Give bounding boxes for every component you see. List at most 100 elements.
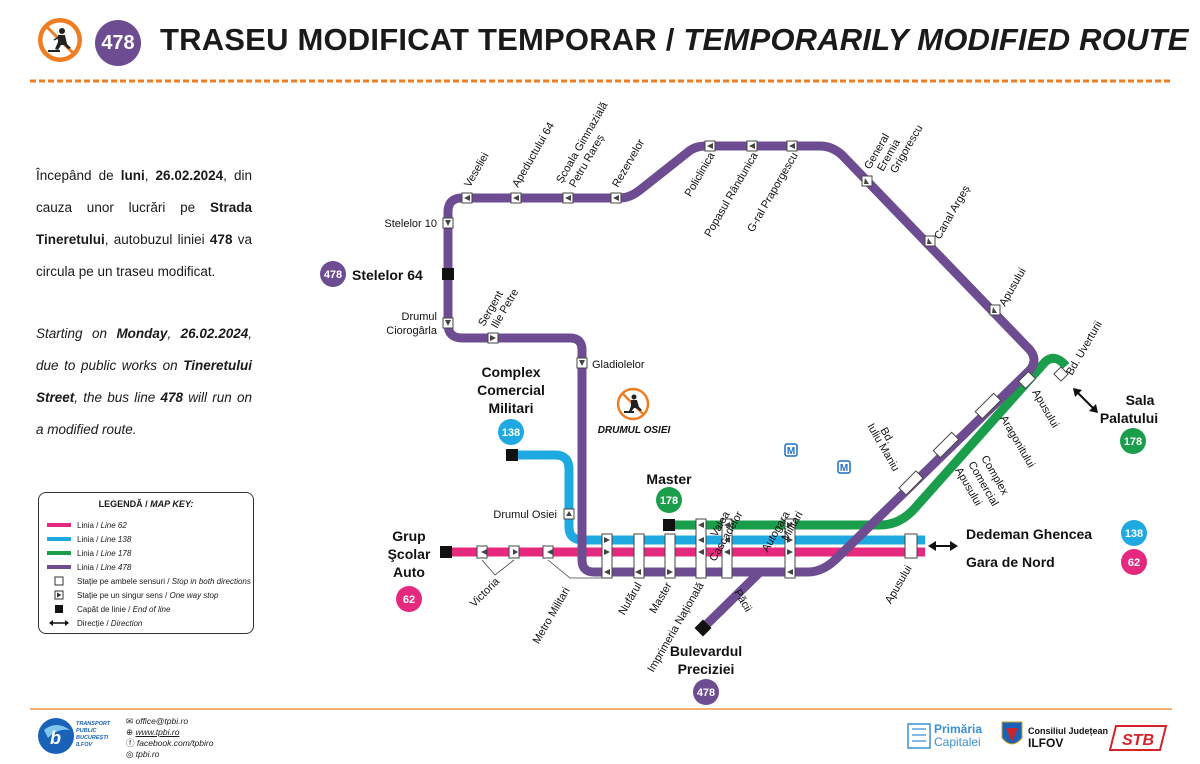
header: 478 TRASEU MODIFICAT TEMPORAR / TEMPORAR… (0, 0, 1200, 83)
label-sala-1: Sala (1126, 392, 1155, 408)
primaria-logo (907, 723, 931, 749)
svg-text:138: 138 (502, 427, 520, 439)
roadwork-map-icon (616, 387, 650, 421)
stop-apusului-east-marker (904, 533, 918, 559)
primaria-text-2: Capitalei (934, 735, 981, 749)
label-stelelor10: Stelelor 10 (384, 218, 437, 230)
svg-text:138: 138 (1125, 528, 1143, 540)
label-gara-de-nord: Gara de Nord (966, 554, 1055, 570)
label-master: Master (646, 471, 692, 487)
label-master-stop: Master (647, 580, 674, 615)
line-138-route (512, 450, 925, 545)
terminal-grup-scolar (440, 546, 452, 558)
stop-valea-cascadelor-marker (721, 518, 733, 579)
label-preciziei-2: Preciziei (678, 661, 735, 677)
stop-aragonitului-marker (974, 392, 1002, 420)
contact-web[interactable]: ⊕ www.tpbi.ro (126, 727, 180, 737)
legend-line-138: Linia / Line 138 (47, 533, 131, 545)
label-rezervelor: Rezervelor (610, 137, 647, 189)
label-complex-militari-1: Complex (481, 364, 540, 380)
stop-apusului-diag-marker (1017, 370, 1037, 390)
line-478-branch (699, 568, 764, 632)
label-gladiolelor: Gladiolelor (592, 359, 645, 371)
legend-line-178: Linia / Line 178 (47, 547, 131, 559)
label-complex-militari-2: Comercial (477, 382, 545, 398)
contact-instagram[interactable]: ◎ tpbi.ro (126, 749, 160, 759)
legend-stop-both: Stație pe ambele sensuri / Stop in both … (47, 575, 251, 587)
svg-text:ILFOV: ILFOV (76, 742, 94, 748)
line-478-badge: 478 (95, 20, 141, 66)
direction-arrow-dedeman (928, 541, 958, 551)
badge-62-grup (396, 586, 422, 612)
direction-arrow-sala (1073, 388, 1098, 413)
metro-icon-cascadelor (784, 443, 798, 457)
label-grup-2: Şcolar (388, 546, 431, 562)
svg-text:b: b (50, 728, 61, 748)
svg-text:178: 178 (660, 495, 678, 507)
legend-end-of-line: Capăt de linie / End of line (47, 603, 170, 615)
label-drumul-ciorogarla-2: Ciorogârla (386, 325, 438, 337)
contact-facebook[interactable]: ⓕ facebook.com/tpbiro (126, 738, 214, 748)
stop-bd-uverturii-marker (1053, 366, 1069, 382)
svg-text:M: M (840, 463, 848, 474)
svg-text:178: 178 (1124, 436, 1142, 448)
stop-master-marker (664, 533, 676, 579)
svg-text:478: 478 (697, 687, 715, 699)
globe-icon: ⊕ (126, 727, 136, 737)
label-veseliei: Veseliei (462, 151, 491, 190)
label-apusului-east: Apusului (883, 564, 914, 607)
roadwork-icon (38, 18, 82, 62)
stop-autogara-marker (784, 518, 796, 579)
legend-stop-oneway: Stație pe un singur sens / One way stop (47, 589, 218, 601)
stb-logo: STB (1108, 725, 1168, 751)
notice-romanian: Începând de luni, 26.02.2024, din cauza … (36, 168, 252, 279)
label-preciziei-1: Bulevardul (670, 643, 742, 659)
label-sala-2: Palatului (1100, 410, 1158, 426)
svg-text:PUBLIC: PUBLIC (76, 728, 98, 734)
badge-478-stelelor (320, 261, 346, 287)
instagram-icon: ◎ (126, 749, 136, 759)
stop-imprimeria-marker (695, 518, 707, 579)
badge-62-gara (1121, 549, 1147, 575)
roadwork-label: DRUMUL OSIEI (598, 425, 671, 436)
line-478-route (443, 141, 1039, 577)
consiliul-text-2: ILFOV (1028, 736, 1063, 750)
stop-bd-iuliu-marker (898, 470, 924, 496)
label-bd-uverturii: Bd. Uverturii (1064, 319, 1105, 377)
svg-text:478: 478 (324, 269, 342, 281)
terminal-bd-preciziei (694, 619, 712, 637)
legend-direction: Direcție / Direction (47, 617, 142, 629)
primaria-text-1: Primăria (934, 722, 982, 736)
svg-text:62: 62 (1128, 557, 1140, 569)
label-nufarul: Nufărul (616, 581, 644, 618)
line-178-route (669, 353, 1070, 530)
legend-title: LEGENDĂ / MAP KEY: (98, 499, 194, 509)
header-divider (30, 79, 1172, 83)
svg-text:TRANSPORT: TRANSPORT (76, 721, 111, 727)
contact-email[interactable]: ✉ office@tpbi.ro (126, 716, 189, 726)
badge-178-sala (1120, 428, 1146, 454)
label-apeductului: Apeductului 64 (510, 120, 557, 189)
label-dedeman: Dedeman Ghencea (966, 526, 1092, 542)
contact-info: ✉ office@tpbi.ro ⊕ www.tpbi.ro ⓕ faceboo… (126, 716, 213, 760)
badge-178-master (656, 487, 682, 513)
badge-138-complex (498, 419, 524, 445)
stop-corridor-1-marker (601, 533, 613, 579)
label-aragonitului: Aragonitului (997, 414, 1036, 470)
label-stelelor64: Stelelor 64 (352, 267, 423, 283)
legend-line-478: Linia / Line 478 (47, 561, 131, 573)
footer: b TRANSPORT PUBLIC BUCUREȘTI ILFOV Primă… (0, 706, 1200, 759)
legend-line-62: Linia / Line 62 (47, 519, 127, 531)
route-map: DRUMUL OSIEI M M 478 138 62 178 478 178 … (320, 99, 1158, 705)
label-apusului-top: Apusului (997, 266, 1028, 309)
badge-478-preciziei (693, 679, 719, 705)
consiliul-text-1: Consiliul Județean (1028, 726, 1108, 736)
terminal-stelelor64 (442, 268, 454, 280)
map-legend: LEGENDĂ / MAP KEY: Linia / Line 62 Linia… (38, 492, 254, 634)
label-drumul-osiei: Drumul Osiei (493, 509, 557, 521)
label-grup-3: Auto (393, 564, 425, 580)
label-complex-militari-3: Militari (488, 400, 533, 416)
svg-text:M: M (787, 446, 795, 457)
badge-138-dedeman (1121, 520, 1147, 546)
stop-nufarul-marker (633, 533, 645, 579)
